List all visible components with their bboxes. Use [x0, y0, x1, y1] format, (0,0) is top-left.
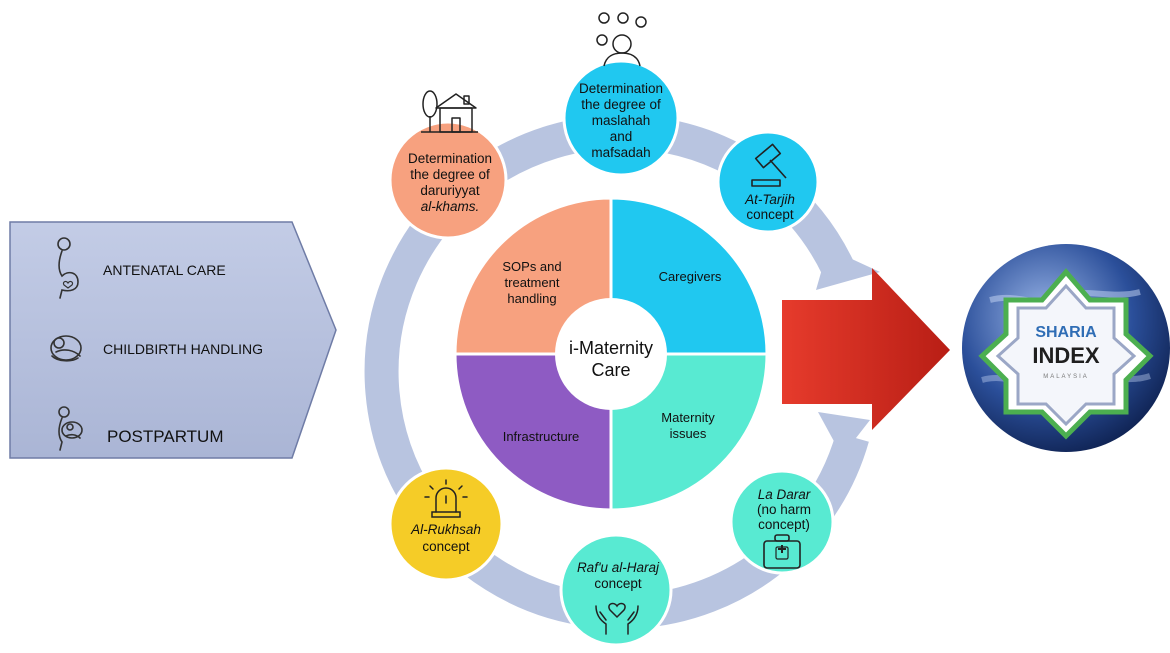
ring-node-maslahah: Determination the degree of maslahah and…	[562, 59, 680, 177]
pregnant-woman-icon	[57, 237, 79, 299]
quadrant-caregivers-label: Caregivers	[659, 269, 722, 284]
hands-heart-icon	[595, 602, 639, 635]
quadrant-maternity-line2: issues	[670, 426, 707, 441]
center-title-line2: Care	[591, 360, 630, 380]
thinking-person-icon	[596, 12, 647, 67]
quadrant-sops-line2: treatment	[505, 275, 560, 290]
svg-text:Raf'u al-Haraj: Raf'u al-Haraj	[577, 560, 660, 575]
red-arrow	[782, 268, 950, 430]
postpartum-label: POSTPARTUM	[107, 427, 224, 446]
svg-text:daruriyyat: daruriyyat	[420, 183, 480, 198]
postpartum-mother-icon	[58, 406, 83, 451]
svg-text:Al-Rukhsah: Al-Rukhsah	[410, 522, 481, 537]
ring-node-al-rukhsah: Al-Rukhsah concept	[388, 466, 504, 582]
svg-text:al-khams.: al-khams.	[421, 199, 480, 214]
swaddled-baby-icon	[50, 335, 82, 362]
siren-icon	[424, 479, 468, 518]
svg-text:concept): concept)	[758, 517, 810, 532]
house-icon	[421, 90, 478, 133]
left-panel: ANTENATAL CARE CHILDBIRTH HANDLING POSTP…	[9, 221, 337, 459]
svg-text:the degree of: the degree of	[410, 167, 490, 182]
quadrant-sops-line3: handling	[507, 291, 556, 306]
svg-text:La Darar: La Darar	[758, 487, 811, 502]
svg-text:concept: concept	[594, 576, 642, 591]
antenatal-care-label: ANTENATAL CARE	[103, 262, 226, 278]
ring-node-daruriyyat: Determination the degree of daruriyyat a…	[388, 120, 508, 240]
badge-line2: INDEX	[1032, 343, 1100, 368]
center-title-line1: i-Maternity	[569, 338, 653, 358]
cycle-ring	[364, 114, 880, 629]
badge-line1: SHARIA	[1035, 324, 1097, 341]
svg-text:Determination: Determination	[579, 81, 663, 96]
quadrant-maternity-line1: Maternity	[661, 410, 715, 425]
svg-text:concept: concept	[422, 539, 470, 554]
quadrant-sops-line1: SOPs and	[502, 259, 561, 274]
childbirth-handling-label: CHILDBIRTH HANDLING	[103, 341, 263, 357]
medical-kit-icon	[763, 534, 801, 569]
svg-text:mafsadah: mafsadah	[591, 145, 650, 160]
sharia-index-badge: SHARIA INDEX MALAYSIA	[962, 244, 1170, 452]
badge-line3: MALAYSIA	[1043, 374, 1089, 380]
svg-text:concept: concept	[746, 207, 794, 222]
svg-text:Determination: Determination	[408, 151, 492, 166]
quadrant-infrastructure-label: Infrastructure	[503, 429, 580, 444]
gavel-icon	[751, 143, 787, 187]
svg-text:and: and	[610, 129, 633, 144]
svg-text:(no harm: (no harm	[757, 502, 811, 517]
ring-node-rafu-al-haraj: Raf'u al-Haraj concept	[559, 533, 673, 647]
ring-node-at-tarjih: At-Tarjih concept	[716, 130, 820, 234]
center-pie: i-Maternity Care SOPs and treatment hand…	[453, 196, 769, 512]
svg-text:At-Tarjih: At-Tarjih	[744, 192, 795, 207]
svg-text:maslahah: maslahah	[592, 113, 651, 128]
svg-text:the degree of: the degree of	[581, 97, 661, 112]
ring-node-la-darar: La Darar (no harm concept)	[729, 469, 835, 575]
